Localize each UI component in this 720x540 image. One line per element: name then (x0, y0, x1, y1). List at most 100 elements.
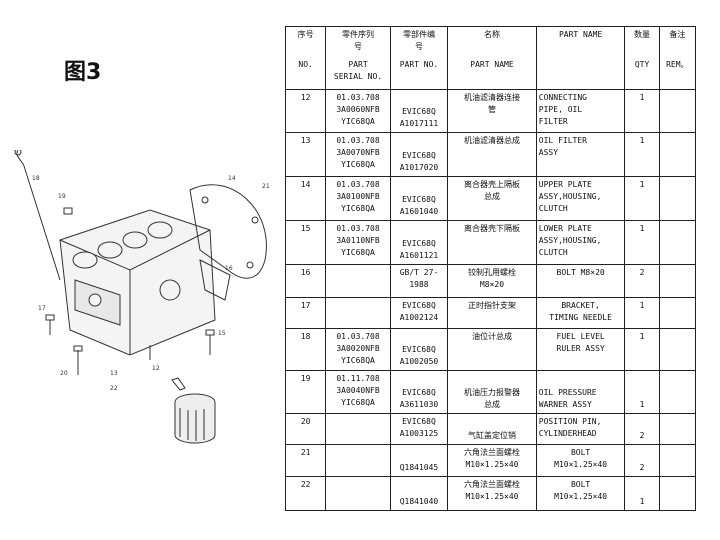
callout-label: 16 (225, 265, 233, 272)
row-part-name: BOLT M10×1.25×40 (535, 476, 626, 511)
row-remark (658, 264, 697, 298)
row-part-no: EVIC68Q A1002124 (389, 297, 449, 329)
connecting-pipe-icon (171, 377, 186, 391)
row-serial (325, 476, 391, 511)
dipstick-icon (14, 150, 61, 281)
callout-label: 20 (60, 370, 68, 377)
table-row: 17 EVIC68Q A1002124 正时指针支架 BRACKET, TIMI… (284, 297, 697, 329)
row-part-name: FUEL LEVEL RULER ASSY (535, 328, 626, 371)
row-serial (325, 444, 391, 477)
callout-label: 22 (110, 385, 118, 392)
table-row: 12 01.03.708 3A0060NFB YIC68QA EVIC68Q A… (284, 89, 697, 133)
table-row: 22 Q1841040 六角法兰面螺栓 M10×1.25×40 BOLT M10… (284, 476, 697, 511)
row-remark (658, 220, 697, 265)
callout-label: 17 (38, 305, 46, 312)
row-serial: 01.03.708 3A0100NFB YIC68QA (325, 176, 391, 221)
table-row: 13 01.03.708 3A0070NFB YIC68QA EVIC68Q A… (284, 132, 697, 177)
row-no: 21 (284, 444, 327, 477)
row-qty: 1 (624, 297, 660, 329)
row-remark (658, 413, 697, 445)
row-part-name: POSITION PIN, CYLINDERHEAD (535, 413, 626, 445)
row-qty: 2 (624, 413, 660, 445)
row-part-name: BRACKET, TIMING NEEDLE (535, 297, 626, 329)
row-serial: 01.03.708 3A0060NFB YIC68QA (325, 89, 391, 133)
row-name: 六角法兰面螺栓 M10×1.25×40 (447, 476, 537, 511)
table-row: 15 01.03.708 3A0110NFB YIC68QA EVIC68Q A… (284, 220, 697, 265)
row-part-no: EVIC68Q A1601040 (389, 176, 449, 221)
figure-label: 图3 (64, 60, 102, 85)
bolt-icon (45, 207, 215, 375)
row-no: 14 (284, 176, 327, 221)
row-part-no: EVIC68Q A1002050 (389, 328, 449, 371)
callout-label: 18 (32, 175, 40, 182)
row-serial (325, 264, 391, 298)
row-serial: 01.11.708 3A0040NFB YIC68QA (325, 370, 391, 414)
row-serial: 01.03.708 3A0070NFB YIC68QA (325, 132, 391, 177)
row-name: 离合器壳上隔板 总成 (447, 176, 537, 221)
row-part-no: EVIC68Q A1003125 (389, 413, 449, 445)
row-no: 13 (284, 132, 327, 177)
row-no: 20 (284, 413, 327, 445)
row-remark (658, 328, 697, 371)
callout-label: 19 (58, 193, 66, 200)
row-part-name: BOLT M10×1.25×40 (535, 444, 626, 477)
row-part-name: CONNECTING PIPE, OIL FILTER (535, 89, 626, 133)
table-row: 20 EVIC68Q A1003125 气缸盖定位销 POSITION PIN,… (284, 413, 697, 445)
row-part-no: Q1841040 (389, 476, 449, 511)
row-serial (325, 297, 391, 329)
row-serial: 01.03.708 3A0020NFB YIC68QA (325, 328, 391, 371)
lower-plate-icon (199, 259, 231, 301)
callout-labels: 18 19 14 21 17 13 12 20 22 15 16 (32, 175, 270, 392)
row-name: 铰制孔用螺栓 M8×20 (447, 264, 537, 298)
row-name: 机油滤清器总成 (447, 132, 537, 177)
row-part-name: OIL PRESSURE WARNER ASSY (535, 370, 626, 414)
row-remark (658, 176, 697, 221)
row-name: 机油滤清器连接 管 (447, 89, 537, 133)
oil-filter-icon (174, 393, 216, 444)
row-name: 油位计总成 (447, 328, 537, 371)
row-remark (658, 370, 697, 414)
table-row: 18 01.03.708 3A0020NFB YIC68QA EVIC68Q A… (284, 328, 697, 371)
row-remark (658, 89, 697, 133)
engine-block-exploded-drawing: 18 19 14 21 17 13 12 20 22 15 16 (14, 150, 270, 444)
row-serial: 01.03.708 3A0110NFB YIC68QA (325, 220, 391, 265)
row-name: 离合器壳下隔板 (447, 220, 537, 265)
table-row: 19 01.11.708 3A0040NFB YIC68QA EVIC68Q A… (284, 370, 697, 414)
engine-block-icon (59, 209, 216, 356)
callout-label: 15 (218, 330, 226, 337)
row-name: 机油压力报警器 总成 (447, 370, 537, 414)
row-serial (325, 413, 391, 445)
row-no: 12 (284, 89, 327, 133)
row-qty: 1 (624, 89, 660, 133)
row-part-no: EVIC68Q A1601121 (389, 220, 449, 265)
row-no: 16 (284, 264, 327, 298)
row-remark (658, 297, 697, 329)
header-part-name: PART NAME (535, 26, 626, 90)
row-no: 22 (284, 476, 327, 511)
row-no: 15 (284, 220, 327, 265)
row-no: 17 (284, 297, 327, 329)
row-qty: 1 (624, 476, 660, 511)
callout-label: 14 (228, 175, 236, 182)
table-row: 21 Q1841045 六角法兰面螺栓 M10×1.25×40 BOLT M10… (284, 444, 697, 477)
callout-label: 12 (152, 365, 160, 372)
row-part-name: BOLT M8×20 (535, 264, 626, 298)
row-name: 六角法兰面螺栓 M10×1.25×40 (447, 444, 537, 477)
callout-label: 21 (262, 183, 270, 190)
row-part-no: EVIC68Q A1017111 (389, 89, 449, 133)
table-row: 14 01.03.708 3A0100NFB YIC68QA EVIC68Q A… (284, 176, 697, 221)
row-no: 19 (284, 370, 327, 414)
row-remark (658, 476, 697, 511)
callout-label: 13 (110, 370, 118, 377)
row-no: 18 (284, 328, 327, 371)
clutch-housing-plate-icon (189, 184, 267, 279)
row-qty: 1 (624, 328, 660, 371)
